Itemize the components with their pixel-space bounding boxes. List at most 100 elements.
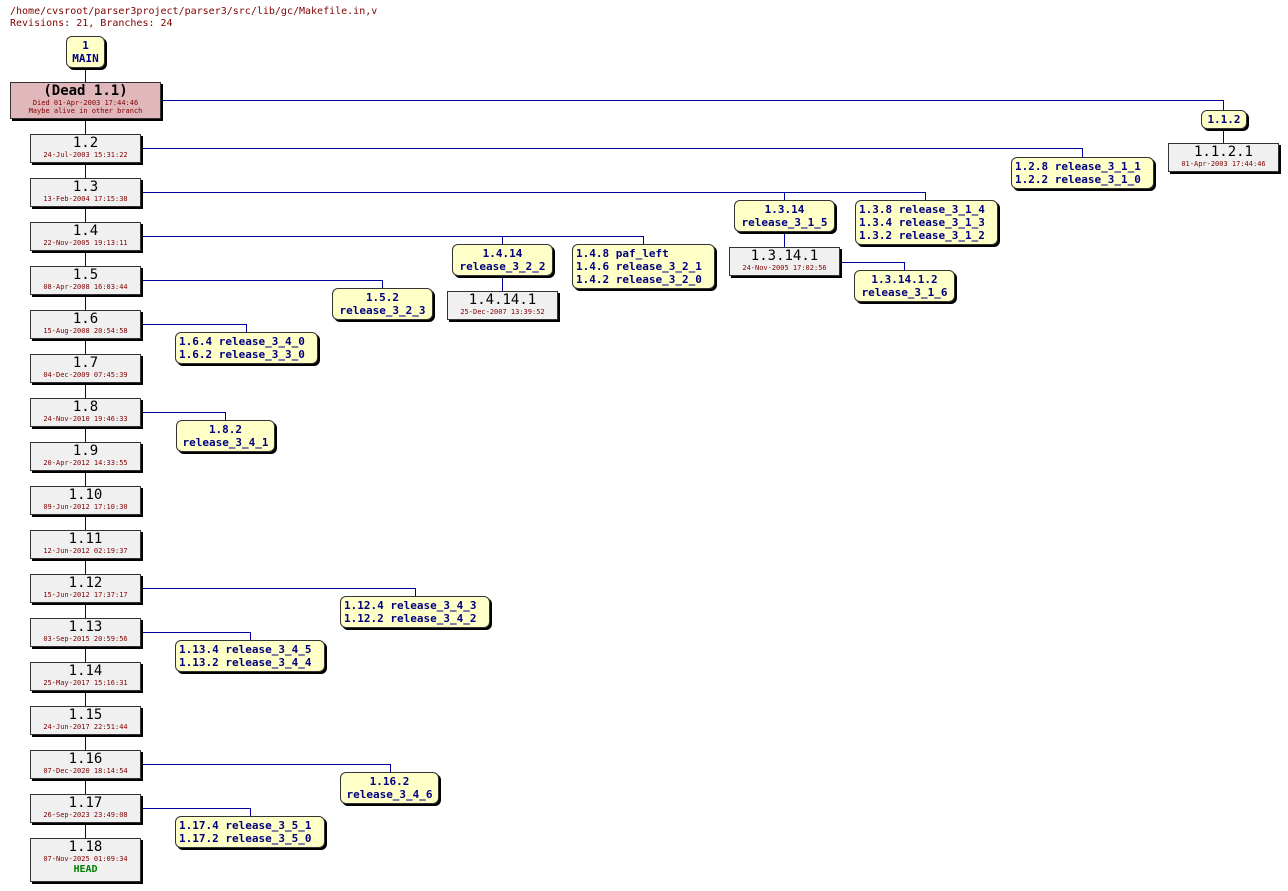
- revision-number: 1.16: [68, 751, 103, 767]
- tag-1-13[interactable]: 1.13.4 release_3_4_5 1.13.2 release_3_4_…: [175, 640, 325, 672]
- tag-1-12[interactable]: 1.12.4 release_3_4_3 1.12.2 release_3_4_…: [340, 596, 490, 628]
- tag-line: 1.2.2 release_3_1_0: [1015, 173, 1141, 186]
- tag-line: 1.17.2 release_3_5_0: [179, 832, 312, 845]
- revision-date: 25-May-2017 15:16:31: [43, 679, 128, 687]
- tag-line: release_3_1_6: [861, 286, 948, 299]
- tag-main-rev: 1: [82, 39, 89, 52]
- tag-line: 1.4.6 release_3_2_1: [576, 260, 702, 273]
- revision-number: 1.3: [72, 179, 99, 195]
- revision-dead-1-1[interactable]: (Dead 1.1) Died 01-Apr-2003 17:44:46 May…: [10, 82, 161, 119]
- tag-line: 1.13.2 release_3_4_4: [179, 656, 312, 669]
- tag-line: 1.17.4 release_3_5_1: [179, 819, 312, 832]
- revision-number: 1.11: [68, 531, 103, 547]
- revision-date: 12-Jun-2012 02:19:37: [43, 547, 128, 555]
- revision-number: 1.1.2.1: [1193, 144, 1253, 160]
- tag-main-label: MAIN: [72, 52, 99, 65]
- revision-date: 03-Sep-2015 20:59:56: [43, 635, 128, 643]
- revision-date: 07-Nov-2025 01:09:34: [43, 855, 128, 863]
- tag-line: 1.12.2 release_3_4_2: [344, 612, 477, 625]
- tag-line: 1.8.2: [208, 423, 243, 436]
- tag-line: 1.3.14: [764, 203, 805, 216]
- revision-number: 1.6: [72, 311, 99, 327]
- revision-date: 25-Dec-2007 13:39:52: [460, 308, 545, 316]
- tag-1-8-2[interactable]: 1.8.2 release_3_4_1: [176, 420, 275, 452]
- tag-line: 1.6.2 release_3_3_0: [179, 348, 305, 361]
- revision-number: 1.3.14.1: [750, 248, 819, 264]
- tag-line: 1.2.8 release_3_1_1: [1015, 160, 1141, 173]
- tag-1-4-8[interactable]: 1.4.8 paf_left 1.4.6 release_3_2_1 1.4.2…: [572, 244, 715, 289]
- revision-number: 1.2: [72, 135, 99, 151]
- revision-number: 1.18: [68, 839, 103, 855]
- tag-line: release_3_4_6: [346, 788, 433, 801]
- revision-number: 1.7: [72, 355, 99, 371]
- revision-date: 04-Dec-2009 07:45:39: [43, 371, 128, 379]
- revision-date: 24-Jul-2003 15:31:22: [43, 151, 128, 159]
- revision-number: 1.4: [72, 223, 99, 239]
- tag-1-6[interactable]: 1.6.4 release_3_4_0 1.6.2 release_3_3_0: [175, 332, 318, 364]
- tag-line: 1.4.2 release_3_2_0: [576, 273, 702, 286]
- revision-summary: Revisions: 21, Branches: 24: [10, 18, 173, 29]
- revision-date: 15-Jun-2012 17:37:17: [43, 591, 128, 599]
- tag-1-1-2[interactable]: 1.1.2: [1201, 110, 1247, 129]
- revision-date: 26-Sep-2023 23:49:08: [43, 811, 128, 819]
- tag-1-3-8[interactable]: 1.3.8 release_3_1_4 1.3.4 release_3_1_3 …: [855, 200, 998, 245]
- head-label: HEAD: [73, 864, 98, 875]
- file-path: /home/cvsroot/parser3project/parser3/src…: [10, 6, 378, 17]
- tag-line: release_3_2_2: [459, 260, 546, 273]
- revision-date: 22-Nov-2005 19:13:11: [43, 239, 128, 247]
- revision-number: 1.10: [68, 487, 103, 503]
- tag-1-2[interactable]: 1.2.8 release_3_1_1 1.2.2 release_3_1_0: [1011, 157, 1154, 189]
- tag-1-3-14-1-2[interactable]: 1.3.14.1.2 release_3_1_6: [854, 270, 955, 302]
- revision-died: Died 01-Apr-2003 17:44:46: [32, 99, 139, 107]
- revision-number: 1.4.14.1: [468, 292, 537, 308]
- tag-1-3-14[interactable]: 1.3.14 release_3_1_5: [734, 200, 835, 232]
- revision-number: (Dead 1.1): [43, 83, 128, 99]
- tag-line: 1.16.2: [369, 775, 410, 788]
- tag-line: 1.6.4 release_3_4_0: [179, 335, 305, 348]
- revision-date: 15-Aug-2008 20:54:58: [43, 327, 128, 335]
- tag-line: 1.12.4 release_3_4_3: [344, 599, 477, 612]
- tag-line: 1.1.2: [1207, 113, 1241, 126]
- tag-line: release_3_1_5: [741, 216, 828, 229]
- tag-1-4-14[interactable]: 1.4.14 release_3_2_2: [452, 244, 553, 276]
- tag-line: 1.4.8 paf_left: [576, 247, 669, 260]
- revision-number: 1.15: [68, 707, 103, 723]
- revision-number: 1.8: [72, 399, 99, 415]
- tag-line: 1.3.8 release_3_1_4: [859, 203, 985, 216]
- tag-1-17[interactable]: 1.17.4 release_3_5_1 1.17.2 release_3_5_…: [175, 816, 325, 848]
- header: /home/cvsroot/parser3project/parser3/src…: [10, 6, 377, 30]
- revision-date: 24-Jun-2017 22:51:44: [43, 723, 128, 731]
- revision-note: Maybe alive in other branch: [28, 107, 143, 115]
- revision-number: 1.5: [72, 267, 99, 283]
- tag-line: 1.3.2 release_3_1_2: [859, 229, 985, 242]
- tag-1-16-2[interactable]: 1.16.2 release_3_4_6: [340, 772, 439, 804]
- revision-date: 08-Apr-2008 16:03:44: [43, 283, 128, 291]
- tag-main[interactable]: 1 MAIN: [66, 36, 105, 68]
- tag-1-5-2[interactable]: 1.5.2 release_3_2_3: [332, 288, 433, 320]
- revision-date: 24-Nov-2005 17:02:56: [742, 264, 827, 272]
- revision-date: 24-Nov-2010 19:46:33: [43, 415, 128, 423]
- tag-line: 1.4.14: [482, 247, 523, 260]
- revision-date: 13-Feb-2004 17:15:38: [43, 195, 128, 203]
- revision-date: 01-Apr-2003 17:44:46: [1181, 160, 1266, 168]
